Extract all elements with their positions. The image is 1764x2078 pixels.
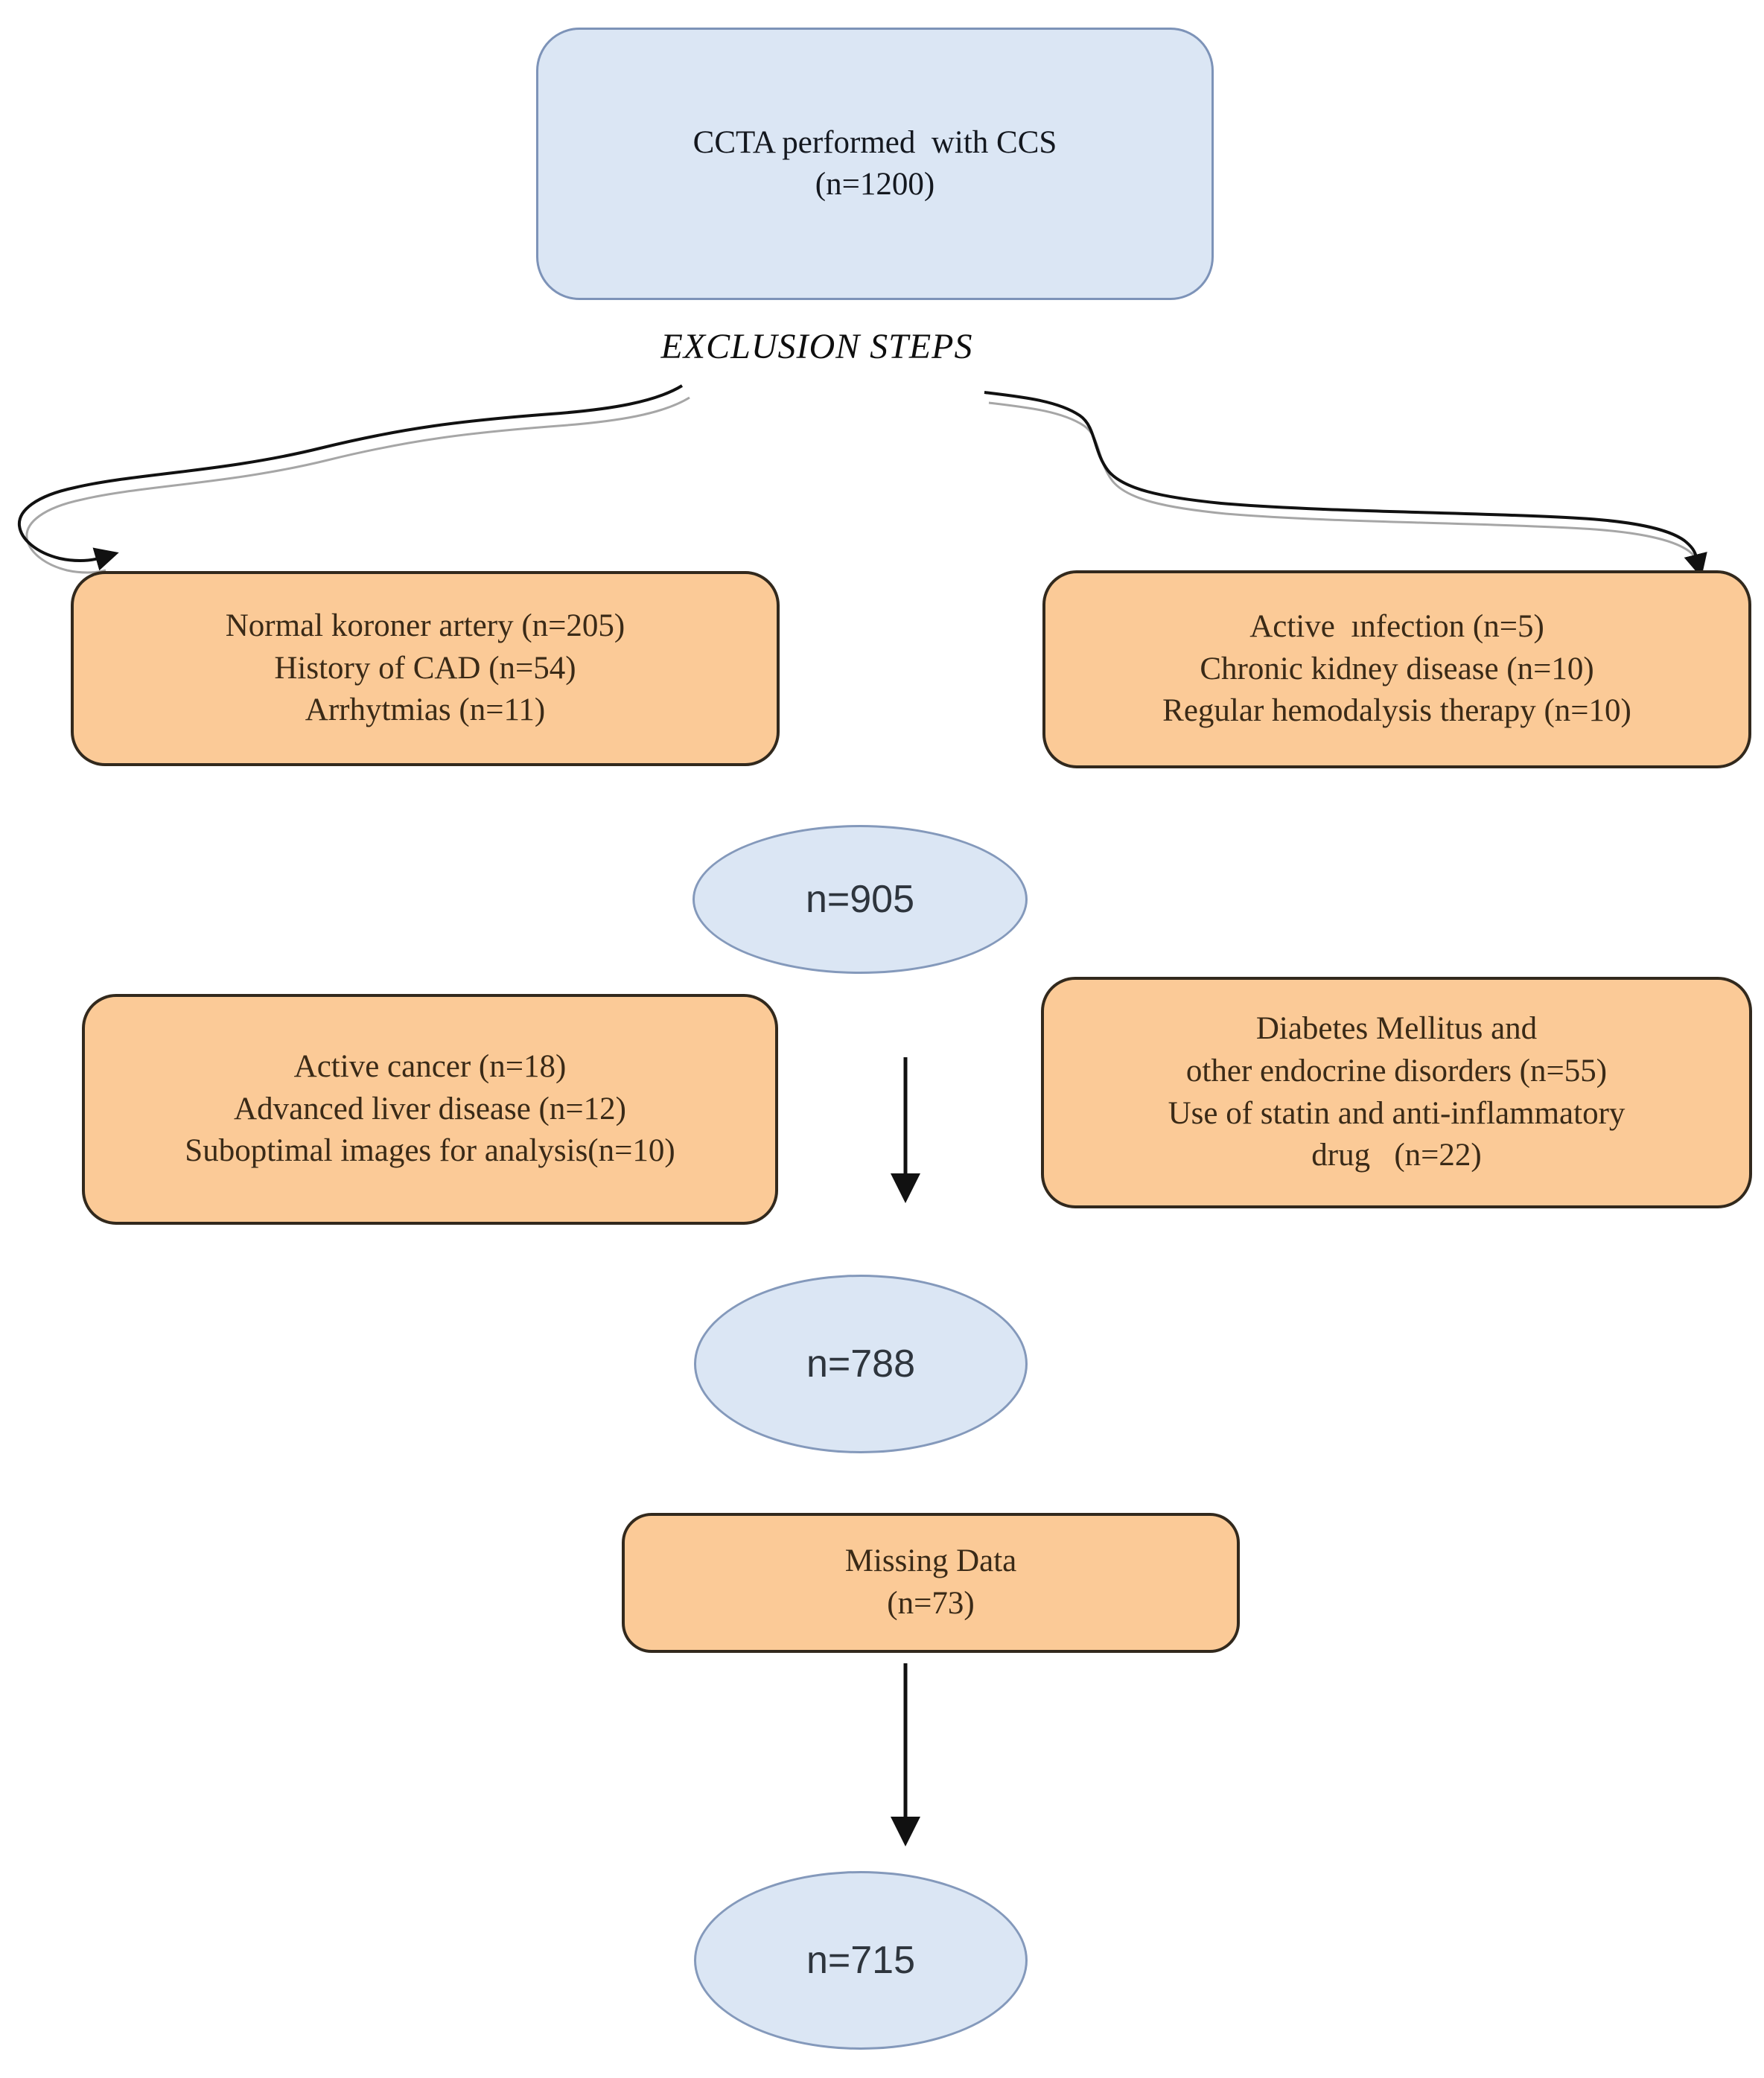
exclusion-line: drug (n=22): [1311, 1138, 1482, 1173]
exclusion-box-row2-left: Active cancer (n=18) Advanced liver dise…: [82, 994, 778, 1225]
exclusion-line: Advanced liver disease (n=12): [234, 1091, 626, 1126]
missing-data-line-2: (n=73): [887, 1586, 975, 1621]
count-label: n=715: [806, 1939, 916, 1982]
exclusion-line: Regular hemodalysis therapy (n=10): [1162, 693, 1631, 729]
exclusion-line: Use of statin and anti-inflammatory: [1168, 1095, 1626, 1131]
curved-arrow-right: [984, 391, 1707, 578]
exclusion-line: other endocrine disorders (n=55): [1185, 1053, 1608, 1089]
top-box-ccta: CCTA performed with CCS (n=1200): [536, 28, 1214, 300]
exclusion-line: History of CAD (n=54): [274, 650, 576, 686]
top-box-line-1: CCTA performed with CCS: [692, 125, 1057, 161]
exclusion-line: Diabetes Mellitus and: [1255, 1011, 1538, 1046]
top-box-line-2: (n=1200): [815, 167, 935, 202]
exclusion-line: Active ınfection (n=5): [1249, 608, 1544, 644]
exclusion-box-row2-right: Diabetes Mellitus and other endocrine di…: [1041, 977, 1752, 1208]
missing-data-line-1: Missing Data: [844, 1543, 1017, 1579]
count-ellipse-715: n=715: [694, 1871, 1028, 2050]
curved-arrow-left: [17, 384, 684, 571]
count-label: n=905: [805, 878, 915, 921]
exclusion-line: Active cancer (n=18): [293, 1048, 567, 1084]
exclusion-box-row1-right: Active ınfection (n=5) Chronic kidney di…: [1042, 570, 1751, 768]
missing-data-box: Missing Data (n=73): [622, 1513, 1240, 1653]
exclusion-line: Chronic kidney disease (n=10): [1200, 651, 1594, 686]
count-label: n=788: [806, 1342, 916, 1386]
count-ellipse-788: n=788: [694, 1275, 1028, 1453]
count-ellipse-905: n=905: [692, 825, 1028, 974]
exclusion-box-row1-left: Normal koroner artery (n=205) History of…: [71, 571, 780, 766]
exclusion-line: Arrhytmias (n=11): [305, 692, 546, 728]
curved-arrow-right-echo: [988, 401, 1702, 568]
curved-arrow-left-echo: [25, 396, 690, 574]
exclusion-line: Normal koroner artery (n=205): [225, 608, 625, 643]
exclusion-steps-label: EXCLUSION STEPS: [660, 327, 973, 366]
exclusion-line: Suboptimal images for analysis(n=10): [185, 1133, 675, 1169]
